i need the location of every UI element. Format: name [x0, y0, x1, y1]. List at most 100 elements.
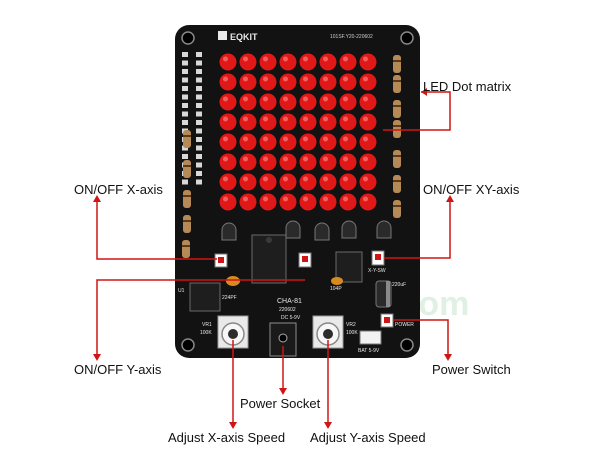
- led: [319, 193, 337, 211]
- header-pin: [196, 60, 202, 66]
- led-body: [239, 53, 257, 71]
- led: [219, 73, 237, 91]
- led-body: [219, 73, 237, 91]
- vr2-label: VR2: [346, 322, 356, 328]
- led-body: [359, 173, 377, 191]
- led: [299, 173, 317, 191]
- ceramic-capacitor: [226, 276, 240, 286]
- led-highlight: [223, 176, 228, 182]
- led-body: [259, 93, 277, 111]
- mount-hole: [181, 338, 195, 352]
- led: [279, 53, 297, 71]
- led-highlight: [363, 96, 368, 102]
- led-highlight: [323, 196, 328, 202]
- led-highlight: [263, 196, 268, 202]
- led: [259, 53, 277, 71]
- annotation-lines: [96, 91, 451, 426]
- power-label: POWER: [395, 322, 414, 328]
- led-highlight: [263, 156, 268, 162]
- led-highlight: [323, 76, 328, 82]
- resistor: [393, 150, 401, 168]
- header-pin: [196, 154, 202, 159]
- led-highlight: [363, 76, 368, 82]
- led: [299, 153, 317, 171]
- led-highlight: [223, 196, 228, 202]
- led-body: [299, 153, 317, 171]
- onoff-x-switch-knob: [218, 257, 224, 263]
- led-highlight: [263, 136, 268, 142]
- resistor: [393, 175, 401, 193]
- led-body: [279, 93, 297, 111]
- header-pin: [196, 137, 202, 142]
- led: [259, 193, 277, 211]
- resistor-band: [182, 245, 190, 247]
- potentiometer-y-shaft-icon: [323, 329, 333, 339]
- led-highlight: [283, 76, 288, 82]
- led-body: [279, 73, 297, 91]
- led: [239, 93, 257, 111]
- led: [219, 173, 237, 191]
- led: [359, 133, 377, 151]
- resistor: [183, 130, 191, 148]
- led-highlight: [243, 56, 248, 62]
- led: [219, 193, 237, 211]
- led-highlight: [343, 96, 348, 102]
- arrow-icon: [279, 388, 287, 395]
- led-body: [279, 133, 297, 151]
- resistor: [393, 200, 401, 218]
- header-pin: [182, 103, 188, 108]
- resistor: [182, 240, 190, 258]
- led: [279, 193, 297, 211]
- led: [359, 73, 377, 91]
- led-highlight: [263, 76, 268, 82]
- onoff-xy-leader: [384, 198, 451, 259]
- led: [299, 73, 317, 91]
- led-body: [279, 173, 297, 191]
- led-body: [259, 193, 277, 211]
- led-highlight: [283, 136, 288, 142]
- led-highlight: [323, 56, 328, 62]
- led-body: [299, 73, 317, 91]
- transistor: [341, 220, 357, 239]
- led-highlight: [243, 196, 248, 202]
- led-body: [259, 133, 277, 151]
- header-pin: [196, 162, 202, 168]
- led: [319, 73, 337, 91]
- led-body: [339, 113, 357, 131]
- arrow-heads: [93, 88, 454, 429]
- led: [239, 153, 257, 171]
- header-pin: [196, 171, 202, 176]
- transistor: [221, 222, 237, 241]
- led: [259, 93, 277, 111]
- led: [339, 173, 357, 191]
- led-body: [299, 173, 317, 191]
- led-highlight: [303, 76, 308, 82]
- ceramic-capacitor: [331, 277, 343, 285]
- led-highlight: [263, 96, 268, 102]
- led-highlight: [243, 76, 248, 82]
- led: [279, 173, 297, 191]
- arrow-icon: [324, 422, 332, 429]
- led-body: [279, 153, 297, 171]
- led-highlight: [363, 116, 368, 122]
- vr1-label: VR1: [202, 322, 212, 328]
- header-pin: [196, 111, 202, 117]
- header-pin: [196, 52, 202, 57]
- led-body: [219, 173, 237, 191]
- capacitor-stripe: [386, 281, 390, 307]
- potentiometer-x-shaft-icon: [228, 329, 238, 339]
- led-body: [219, 93, 237, 111]
- led-highlight: [323, 136, 328, 142]
- resistor-band: [183, 135, 191, 137]
- transistor-row: [221, 220, 392, 241]
- led-highlight: [283, 176, 288, 182]
- arrow-icon: [93, 354, 101, 361]
- led: [359, 173, 377, 191]
- led: [339, 113, 357, 131]
- led: [359, 193, 377, 211]
- serial-text: 101SF.Y20-220602: [330, 34, 373, 40]
- onoff-y-leader: [96, 279, 305, 358]
- led-body: [359, 113, 377, 131]
- led: [279, 153, 297, 171]
